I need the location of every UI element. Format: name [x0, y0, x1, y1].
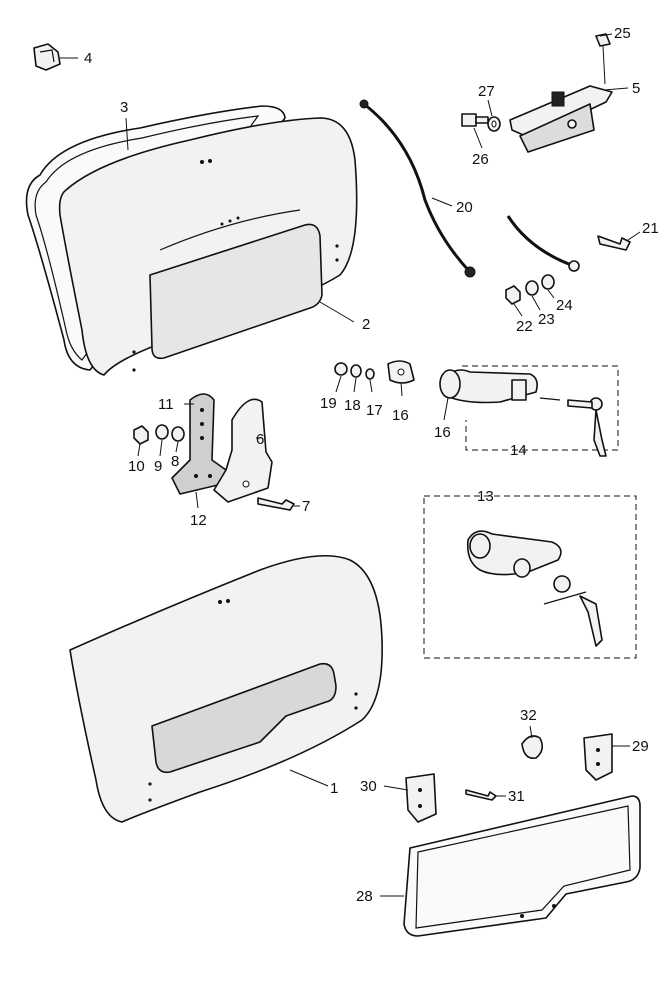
- part-14-handle-assembly: [439, 365, 619, 457]
- part-29-bracket: [583, 733, 613, 781]
- callout-28: 28: [356, 888, 373, 905]
- leader-lines: [60, 33, 641, 897]
- callout-labels: 4 3 2 25 5 27 26 20 21 22 23 24 19 18 17…: [84, 25, 659, 905]
- callout-2: 2: [362, 316, 370, 333]
- part-6-hinge: [213, 398, 273, 503]
- callout-5: 5: [632, 80, 640, 97]
- part-2-upper-panel: [58, 117, 358, 376]
- callout-30: 30: [360, 778, 377, 795]
- part-31-screw: [465, 789, 497, 801]
- part-30-bracket: [405, 773, 437, 823]
- part-4-clip: [33, 43, 61, 71]
- callout-21: 21: [642, 220, 659, 237]
- callout-23: 23: [538, 311, 555, 328]
- part-11-12-hinge: [171, 393, 227, 495]
- parts-17-19-washers: [334, 362, 375, 380]
- part-26-bolt: [461, 113, 489, 127]
- callout-22: 22: [516, 318, 533, 335]
- part-21-rod: [506, 215, 631, 272]
- callout-19: 19: [320, 395, 337, 412]
- callout-10: 10: [128, 458, 145, 475]
- part-7-screw: [257, 497, 295, 511]
- callout-29: 29: [632, 738, 649, 755]
- part-16-gasket: [387, 360, 415, 384]
- callout-14: 14: [510, 442, 527, 459]
- callout-25: 25: [614, 25, 631, 42]
- callout-8: 8: [171, 453, 179, 470]
- callout-17: 17: [366, 402, 383, 419]
- part-5-latch: [509, 33, 613, 153]
- callout-6: 6: [256, 431, 264, 448]
- callout-24: 24: [556, 297, 573, 314]
- callout-13: 13: [477, 488, 494, 505]
- callout-3: 3: [120, 99, 128, 116]
- parts-22-24-nuts: [505, 274, 555, 305]
- part-27-washer: [487, 116, 501, 132]
- callout-1: 1: [330, 780, 338, 797]
- part-20-rod: [359, 99, 476, 278]
- callout-7: 7: [302, 498, 310, 515]
- callout-31: 31: [508, 788, 525, 805]
- callout-32: 32: [520, 707, 537, 724]
- parts-8-10-fasteners: [133, 424, 185, 445]
- callout-12: 12: [190, 512, 207, 529]
- part-1-lower-panel: [69, 555, 383, 823]
- callout-16-handle: 16: [434, 424, 451, 441]
- callout-27: 27: [478, 83, 495, 100]
- callout-11: 11: [158, 396, 174, 413]
- part-32-plug: [521, 735, 544, 760]
- callout-18: 18: [344, 397, 361, 414]
- callout-16-gasket: 16: [392, 407, 409, 424]
- callout-4: 4: [84, 50, 92, 67]
- part-28-lower-seal: [403, 795, 641, 937]
- part-13-handle-kit: [423, 495, 637, 659]
- callout-20: 20: [456, 199, 473, 216]
- callout-9: 9: [154, 458, 162, 475]
- callout-26: 26: [472, 151, 489, 168]
